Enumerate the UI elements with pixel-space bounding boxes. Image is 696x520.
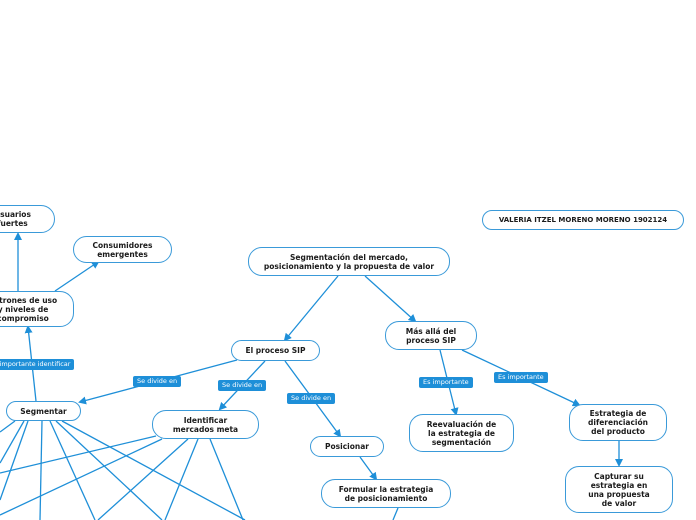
edge-root-sip — [283, 275, 339, 342]
identificar-node[interactable]: Identificar mercados meta — [152, 410, 259, 439]
capturar-node[interactable]: Capturar su estrategia en una propuesta … — [565, 466, 673, 513]
mas-alla-node[interactable]: Más allá del proceso SIP — [385, 321, 477, 350]
edge-formular-down — [392, 507, 399, 520]
edge-patrones-consumidores — [54, 260, 100, 292]
edge-label-es-importante: Es importante — [419, 377, 473, 388]
reevaluacion-node[interactable]: Reevaluación de la estrategia de segment… — [409, 414, 514, 452]
root-topic-node[interactable]: Segmentación del mercado, posicionamient… — [248, 247, 450, 276]
proceso-sip-node[interactable]: El proceso SIP — [231, 340, 320, 361]
edge-label-es-importante: Es importante — [494, 372, 548, 383]
edge-label-se-divide-en: Se divide en — [133, 376, 182, 387]
estrategia-diferenciacion-node[interactable]: Estrategia de diferenciación del product… — [569, 404, 667, 441]
author-node[interactable]: VALERIA ITZEL MORENO MORENO 1902124 — [482, 210, 684, 230]
edge-label-se-divide-en: Se divide en — [218, 380, 267, 391]
formular-node[interactable]: Formular la estrategia de posicionamient… — [321, 479, 451, 508]
edge-root-masalla — [364, 275, 417, 323]
usuarios-node[interactable]: Usuarios fuertes — [0, 205, 55, 233]
consumidores-node[interactable]: Consumidores emergentes — [73, 236, 172, 263]
edge-posicionar-formular — [359, 456, 378, 481]
edge-label-es-importante-identificar: Es importante identificar — [0, 359, 75, 370]
segmentar-node[interactable]: Segmentar — [6, 401, 81, 421]
edge-label-se-divide-en: Se divide en — [287, 393, 336, 404]
patrones-node[interactable]: Patrones de uso y niveles de compromiso — [0, 291, 74, 327]
posicionar-node[interactable]: Posicionar — [310, 436, 384, 457]
